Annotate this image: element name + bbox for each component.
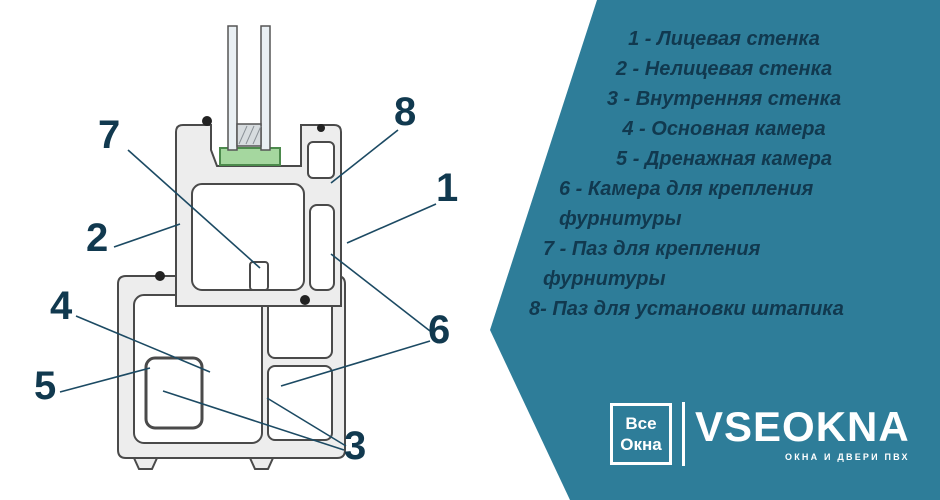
gasket-seals: [155, 116, 325, 305]
callout-number-3: 3: [344, 424, 367, 468]
logo-box: Все Окна: [610, 403, 672, 465]
legend-item-6: 6 - Камера для крепления фурнитуры: [559, 178, 814, 230]
callout-number-7: 7: [98, 113, 121, 157]
logo-wordmark: VSEOKNA ОКНА И ДВЕРИ ПВХ: [695, 403, 910, 463]
frame-chambers: [133, 294, 333, 444]
glazing-unit: [219, 25, 281, 166]
legend-item-7: 7 - Паз для крепления фурнитуры: [543, 238, 761, 290]
window-profile-diagram: 7 8 2 1 4 6 5 3: [34, 25, 459, 470]
legend-item-8: 8- Паз для установки штапика: [529, 298, 844, 320]
logo-box-line2: Окна: [620, 435, 662, 454]
legend-panel: 1 - Лицевая стенка 2 - Нелицевая стенка …: [490, 0, 940, 500]
logo-tagline: ОКНА И ДВЕРИ ПВХ: [785, 452, 910, 462]
legend-item-4: 4 - Основная камера: [622, 118, 826, 140]
legend-item-5: 5 - Дренажная камера: [616, 148, 832, 170]
callout-number-4: 4: [50, 284, 73, 328]
legend-item-1: 1 - Лицевая стенка: [628, 28, 820, 50]
profile-drawing: [59, 25, 437, 470]
glass-pane: [260, 25, 271, 151]
callout-number-1: 1: [436, 166, 459, 210]
legend-item-2: 2 - Нелицевая стенка: [615, 58, 833, 80]
logo-brand: VSEOKNA: [695, 403, 910, 450]
callout-number-5: 5: [34, 364, 57, 408]
sash-profile: [175, 124, 342, 307]
callout-number-8: 8: [394, 90, 417, 134]
logo-box-line1: Все: [625, 413, 657, 433]
callout-number-6: 6: [428, 308, 451, 352]
vseokna-logo: Все Окна VSEOKNA ОКНА И ДВЕРИ ПВХ: [610, 402, 910, 466]
callout-lines: [59, 129, 437, 451]
legend-list: 1 - Лицевая стенка 2 - Нелицевая стенка …: [525, 24, 923, 324]
glass-pane: [227, 25, 238, 151]
setting-block: [219, 147, 281, 166]
logo-divider: [682, 402, 685, 466]
legend-item-3: 3 - Внутренняя стенка: [606, 88, 842, 110]
callout-number-2: 2: [86, 216, 109, 260]
